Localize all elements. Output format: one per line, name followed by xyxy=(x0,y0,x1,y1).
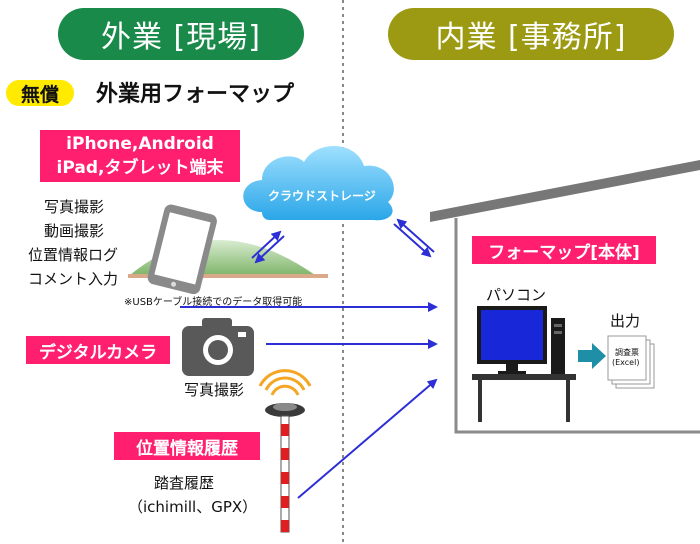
gps-caption-line2: （ichimill、GPX） xyxy=(128,498,258,516)
devices-label-line2: iPad,タブレット端末 xyxy=(56,158,224,178)
output-label: 出力 xyxy=(610,312,641,330)
pc-computer xyxy=(472,306,576,422)
camera-caption: 写真撮影 xyxy=(184,381,245,399)
gps-arrow xyxy=(297,378,438,499)
ground-strip xyxy=(128,274,328,278)
sync-arrows xyxy=(251,218,435,264)
output-arrow xyxy=(578,343,606,369)
doc-label-line2: (Excel) xyxy=(612,358,640,367)
field-header: 外業 [現場] xyxy=(58,8,304,60)
gps-receiver xyxy=(258,369,312,533)
device-feature: 動画撮影 xyxy=(44,222,105,240)
free-badge: 無償 xyxy=(6,80,74,106)
usb-note: ※USBケーブル接続でのデータ取得可能 xyxy=(124,297,303,308)
tablet-device xyxy=(147,204,217,295)
product-label: フォーマップ[本体] xyxy=(472,236,656,264)
camera-label: デジタルカメラ xyxy=(26,336,170,364)
device-feature: 写真撮影 xyxy=(44,198,105,216)
pc-label: パソコン xyxy=(486,286,547,304)
free-app-title: 外業用フォーマップ xyxy=(96,82,295,107)
cloud-shape xyxy=(243,145,394,221)
output-documents xyxy=(607,335,655,389)
office-house xyxy=(430,160,700,434)
devices-label: iPhone,Android iPad,タブレット端末 xyxy=(40,130,240,182)
devices-label-line1: iPhone,Android xyxy=(66,134,214,154)
gps-caption-line1: 踏査履歴 xyxy=(154,474,215,492)
cloud-label: クラウドストレージ xyxy=(268,189,376,203)
device-feature: コメント入力 xyxy=(28,270,119,288)
doc-label-line1: 調査票 xyxy=(615,348,639,357)
office-header: 内業 [事務所] xyxy=(388,8,674,60)
device-feature: 位置情報ログ xyxy=(28,246,119,264)
camera-device xyxy=(182,318,254,376)
gps-label: 位置情報履歴 xyxy=(114,432,260,460)
